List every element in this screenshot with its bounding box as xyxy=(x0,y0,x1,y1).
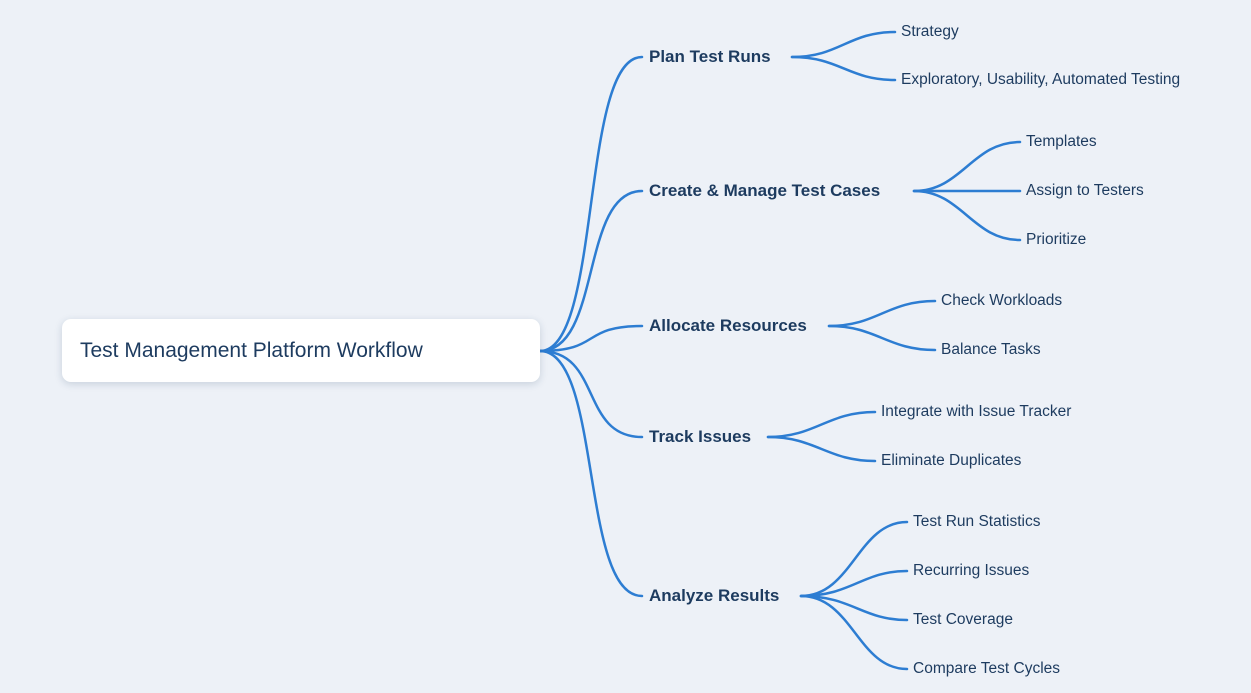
connector-allocate-balance xyxy=(827,324,937,352)
connector-root-track-issues xyxy=(538,349,644,439)
child-strategy[interactable]: Strategy xyxy=(901,23,959,40)
root-node-label: Test Management Platform Workflow xyxy=(80,338,423,362)
connector-root-create-manage xyxy=(538,189,644,353)
connector-track-eliminate xyxy=(766,435,877,463)
connector-root-analyze-results xyxy=(538,349,644,598)
connector-create-prioritize xyxy=(912,189,1022,242)
connector-plan-exploratory xyxy=(790,55,897,82)
child-test-run-statistics[interactable]: Test Run Statistics xyxy=(913,513,1041,530)
child-exploratory-usability-automated-testing[interactable]: Exploratory, Usability, Automated Testin… xyxy=(901,71,1181,88)
connector-track-integrate xyxy=(766,410,877,439)
connector-root-allocate-resources xyxy=(538,324,644,353)
branch-allocate-resources[interactable]: Allocate Resources xyxy=(649,316,807,335)
connector-analyze-recurring xyxy=(799,569,909,598)
branch-track-issues[interactable]: Track Issues xyxy=(649,427,752,446)
connector-root-plan-test-runs xyxy=(538,55,644,353)
child-compare-test-cycles[interactable]: Compare Test Cycles xyxy=(913,660,1061,677)
connector-plan-strategy xyxy=(790,30,897,59)
branch-analyze-results[interactable]: Analyze Results xyxy=(649,586,780,605)
child-balance-tasks[interactable]: Balance Tasks xyxy=(941,341,1041,358)
child-integrate-with-issue-tracker[interactable]: Integrate with Issue Tracker xyxy=(881,403,1072,420)
branch-plan-test-runs[interactable]: Plan Test Runs xyxy=(649,47,771,66)
child-assign-to-testers[interactable]: Assign to Testers xyxy=(1026,182,1144,199)
connector-create-templates xyxy=(912,140,1022,193)
child-recurring-issues[interactable]: Recurring Issues xyxy=(913,562,1030,579)
child-templates[interactable]: Templates xyxy=(1026,133,1097,150)
connector-allocate-workloads xyxy=(827,299,937,328)
root-node[interactable]: Test Management Platform Workflow xyxy=(62,319,540,382)
child-test-coverage[interactable]: Test Coverage xyxy=(913,611,1013,628)
connector-analyze-statistics xyxy=(799,520,909,598)
connector-analyze-coverage xyxy=(799,594,909,622)
branch-create-manage-test-cases[interactable]: Create & Manage Test Cases xyxy=(649,181,881,200)
child-eliminate-duplicates[interactable]: Eliminate Duplicates xyxy=(881,452,1022,469)
child-check-workloads[interactable]: Check Workloads xyxy=(941,292,1063,309)
connector-analyze-compare xyxy=(799,594,909,671)
child-prioritize[interactable]: Prioritize xyxy=(1026,231,1087,248)
